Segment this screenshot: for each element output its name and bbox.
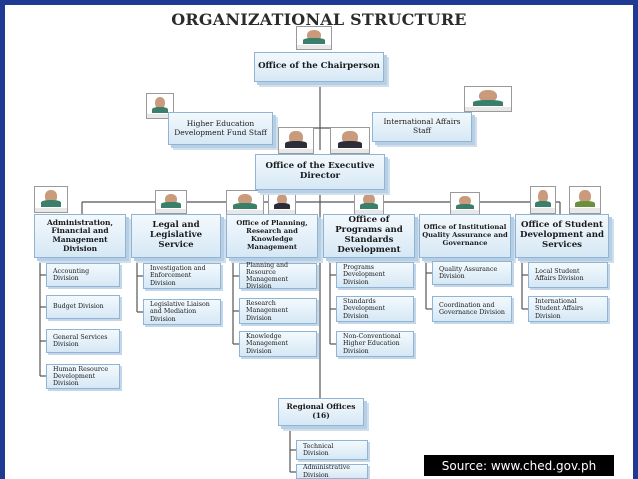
unit-head-photo-programs [354, 190, 384, 215]
slide-frame-left [0, 0, 5, 479]
hedf-staff-box: Higher Education Development Fund Staff [168, 112, 273, 145]
division-box: Research Management Division [239, 298, 317, 324]
division-box: Local Student Affairs Division [528, 262, 608, 288]
division-box: Budget Division [46, 295, 120, 319]
office-of-chairperson-box: Office of the Chairperson [254, 52, 384, 82]
unit-head-photo-quality [450, 192, 480, 215]
unit-head-photo-admin [34, 186, 68, 213]
division-box: Quality Assurance Division [432, 261, 512, 285]
unit-head-photo-planning-2 [268, 190, 296, 215]
unit-student-development-box: Office of Student Development and Servic… [515, 214, 609, 258]
unit-head-photo-student-2 [569, 186, 601, 214]
division-box: Legislative Liaison and Mediation Divisi… [143, 299, 221, 325]
division-box: Standards Development Division [336, 296, 414, 322]
regional-offices-box: Regional Offices (16) [278, 398, 364, 426]
division-box: Coordination and Governance Division [432, 296, 512, 322]
division-box: Knowledge Management Division [239, 331, 317, 357]
unit-programs-standards-box: Office of Programs and Standards Develop… [323, 214, 415, 258]
division-box: Accounting Division [46, 263, 120, 287]
unit-admin-finance-box: Administration, Financial and Management… [34, 214, 126, 258]
slide-frame-top [0, 0, 638, 5]
division-box: Non-Conventional Higher Education Divisi… [336, 331, 414, 357]
chairperson-photo [296, 26, 332, 50]
intl-affairs-staff-box: International Affairs Staff [372, 112, 472, 142]
division-box: Planning and Resource Management Divisio… [239, 262, 317, 290]
unit-head-photo-planning [226, 190, 264, 215]
unit-legal-box: Legal and Legislative Service [131, 214, 221, 258]
hedf-staff-photo [146, 93, 174, 119]
chart-title: ORGANIZATIONAL STRUCTURE [171, 10, 467, 29]
deputy-executive-director-photo [330, 127, 370, 154]
executive-director-photo [278, 127, 314, 154]
intl-staff-photo [464, 86, 512, 112]
source-caption: Source: www.ched.gov.ph [424, 455, 614, 476]
unit-head-photo-legal [155, 190, 187, 214]
division-box: Investigation and Enforcement Division [143, 263, 221, 289]
unit-quality-assurance-box: Office of Institutional Quality Assuranc… [419, 214, 511, 258]
division-box: General Services Division [46, 329, 120, 353]
division-box: Technical Division [296, 440, 368, 460]
division-box: Administrative Division [296, 464, 368, 479]
division-box: International Student Affairs Division [528, 296, 608, 322]
unit-planning-research-box: Office of Planning, Research and Knowled… [226, 214, 318, 258]
executive-director-box: Office of the Executive Director [255, 154, 385, 190]
division-box: Programs Development Division [336, 262, 414, 288]
division-box: Human Resource Development Division [46, 364, 120, 389]
unit-head-photo-student [530, 186, 556, 214]
slide-frame-right [633, 0, 638, 479]
